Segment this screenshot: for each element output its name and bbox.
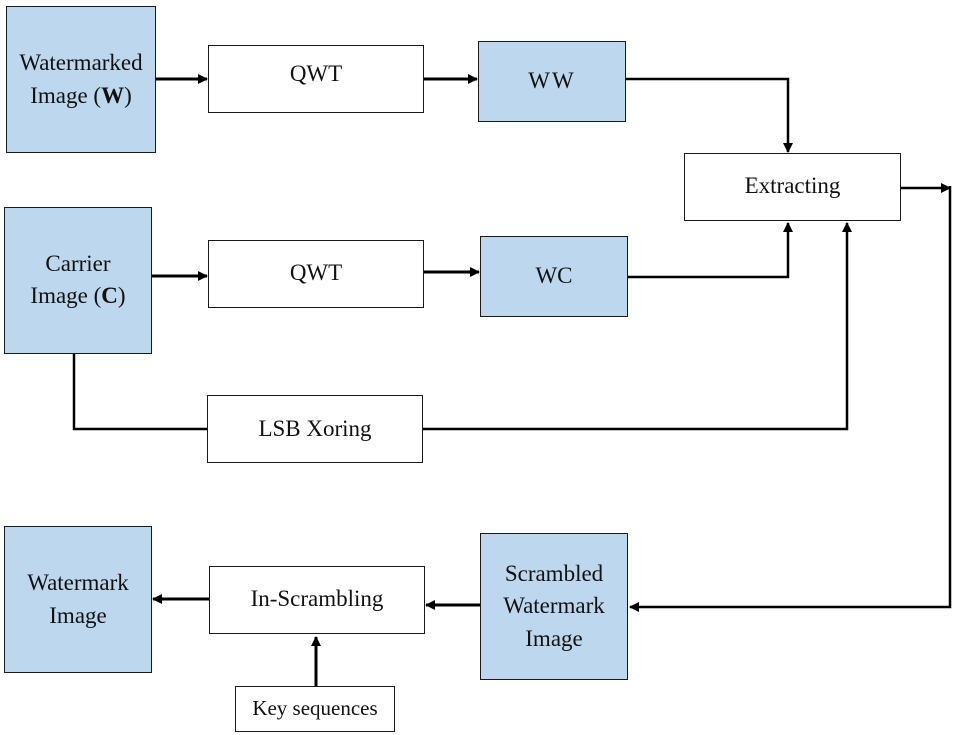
- carrier-image-line1: Carrier: [45, 251, 111, 276]
- extracting-label: Extracting: [744, 173, 841, 198]
- watermarked-image-line2: Image (W): [19, 80, 142, 112]
- watermark-image-line2: Image: [49, 602, 107, 628]
- extracting-block: Extracting: [684, 153, 901, 221]
- scrambled-watermark-image-block: Scrambled Watermark Image: [480, 533, 628, 680]
- scrambled-line3: Image: [525, 625, 583, 651]
- carrier-prefix: Image (: [30, 283, 102, 309]
- carrier-image-block: Carrier Image (C): [4, 207, 152, 354]
- watermarked-image-block: Watermarked Image (W): [6, 6, 156, 153]
- carrier-image-line2: Image (C): [30, 280, 125, 312]
- scrambled-line1: Scrambled: [504, 561, 604, 587]
- watermark-image-block: Watermark Image: [4, 526, 152, 673]
- in-scrambling-label: In-Scrambling: [250, 586, 384, 611]
- qwt-top-label: QWT: [289, 61, 343, 86]
- carrier-symbol: C: [101, 283, 118, 309]
- scrambled-line2: Watermark: [503, 593, 605, 619]
- qwt-top-block: QWT: [208, 45, 424, 113]
- arrow-lsb-to-extracting: [423, 222, 852, 431]
- watermarked-symbol: W: [101, 82, 125, 108]
- arrow-return-to-scrambled: [629, 186, 952, 612]
- watermark-image-line1: Watermark: [27, 570, 129, 596]
- wc-label: WC: [535, 263, 573, 289]
- watermarked-image-line1: Watermarked: [19, 50, 143, 76]
- key-sequences-label: Key sequences: [252, 696, 378, 721]
- lsb-xoring-label: LSB Xoring: [258, 415, 372, 441]
- line-carrier-to-lsb: [72, 354, 207, 431]
- arrow-wc-to-extracting: [628, 222, 793, 279]
- arrow-ww-to-extracting: [626, 77, 793, 153]
- ww-label: WW: [528, 68, 576, 94]
- wc-block: WC: [480, 236, 628, 317]
- watermarked-prefix: Image (: [30, 82, 102, 108]
- lsb-xoring-block: LSB Xoring: [207, 395, 423, 463]
- ww-block: WW: [478, 41, 626, 122]
- watermarked-suffix: ): [124, 82, 132, 108]
- qwt-mid-block: QWT: [208, 240, 424, 308]
- in-scrambling-block: In-Scrambling: [209, 566, 425, 634]
- qwt-mid-label: QWT: [289, 260, 343, 285]
- carrier-suffix: ): [117, 283, 126, 309]
- key-sequences-block: Key sequences: [235, 686, 395, 732]
